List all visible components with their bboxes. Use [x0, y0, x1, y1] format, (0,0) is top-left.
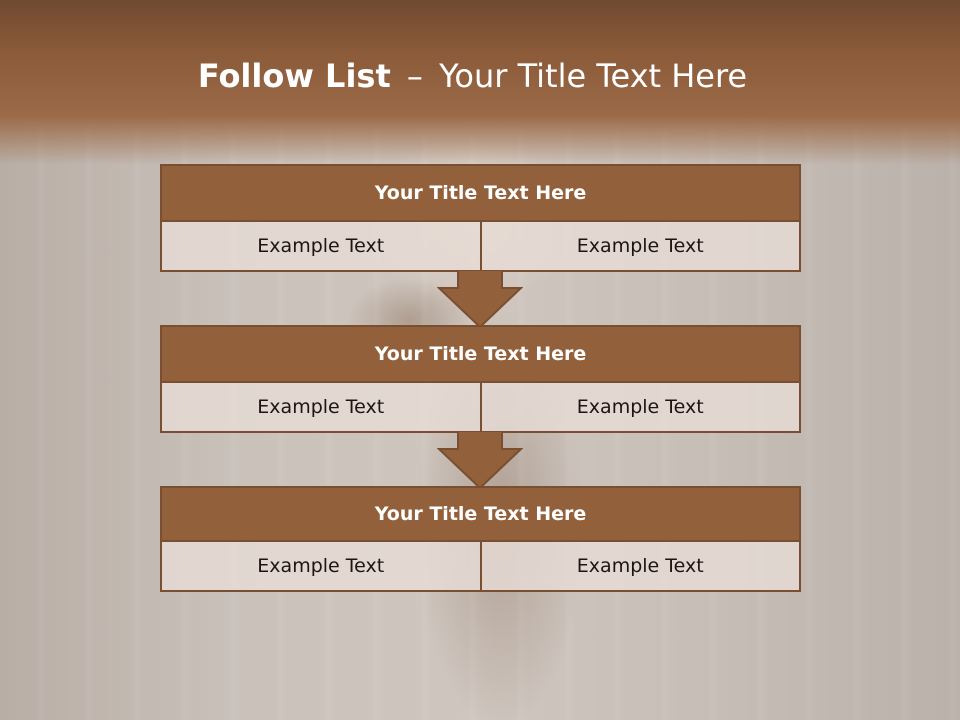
step-cell-left[interactable]: Example Text	[160, 222, 482, 272]
step-box-1: Your Title Text Here Example Text Exampl…	[160, 164, 801, 272]
step-row: Example Text Example Text	[160, 542, 801, 592]
step-row: Example Text Example Text	[160, 222, 801, 272]
step-header[interactable]: Your Title Text Here	[160, 325, 801, 383]
step-box-3: Your Title Text Here Example Text Exampl…	[160, 486, 801, 592]
slide-title-rest: Your Title Text Here	[439, 57, 748, 95]
down-arrow-icon	[437, 270, 523, 328]
step-cell-right[interactable]: Example Text	[481, 222, 801, 272]
step-header[interactable]: Your Title Text Here	[160, 164, 801, 222]
step-cell-left[interactable]: Example Text	[160, 383, 482, 433]
step-cell-left[interactable]: Example Text	[160, 542, 482, 592]
down-arrow-icon	[437, 431, 523, 489]
slide-title-bold: Follow List	[197, 57, 391, 95]
step-cell-right[interactable]: Example Text	[481, 383, 801, 433]
step-row: Example Text Example Text	[160, 383, 801, 433]
slide-title-separator: –	[406, 57, 423, 95]
step-box-2: Your Title Text Here Example Text Exampl…	[160, 325, 801, 433]
slide-title: Follow List – Your Title Text Here	[0, 50, 945, 102]
title-band	[0, 0, 960, 165]
step-cell-right[interactable]: Example Text	[481, 542, 801, 592]
step-header[interactable]: Your Title Text Here	[160, 486, 801, 542]
